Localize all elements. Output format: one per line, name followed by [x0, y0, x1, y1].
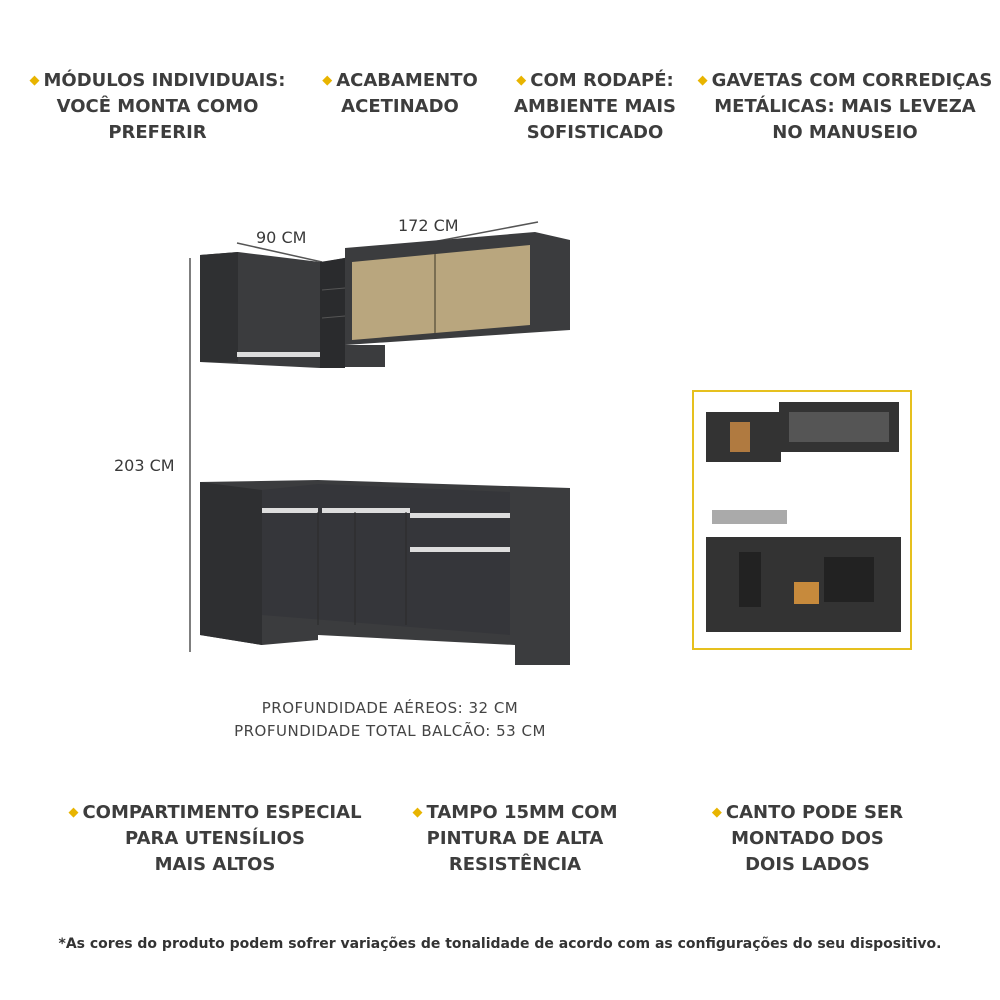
feature-line: ACABAMENTO: [336, 70, 478, 91]
feature-corner: ◆CANTO PODE SER MONTADO DOS DOIS LADOS: [700, 800, 915, 878]
diamond-icon: ◆: [711, 805, 722, 820]
feature-line: COMPARTIMENTO ESPECIAL: [82, 802, 362, 823]
diamond-icon: ◆: [516, 73, 527, 88]
feature-line: VOCÊ MONTA COMO PREFERIR: [56, 96, 259, 143]
kitchen-drawing: [189, 221, 570, 665]
diamond-icon: ◆: [697, 73, 708, 88]
feature-drawers: ◆GAVETAS COM CORREDIÇAS METÁLICAS: MAIS L…: [695, 68, 995, 146]
feature-line: COM RODAPÉ:: [530, 70, 674, 91]
diamond-icon: ◆: [68, 805, 79, 820]
glass-door: [352, 245, 530, 340]
feature-line: TAMPO 15MM COM: [426, 802, 618, 823]
diamond-icon: ◆: [322, 73, 333, 88]
width-left-label: 90 CM: [256, 228, 307, 247]
feature-modules: ◆MÓDULOS INDIVIDUAIS: VOCÊ MONTA COMO PRE…: [5, 68, 310, 146]
feature-line: RESISTÊNCIA: [448, 854, 582, 875]
feature-line: MONTADO DOS: [731, 828, 884, 849]
furnished-kitchen-photo: [692, 390, 912, 650]
feature-line: METÁLICAS: MAIS LEVEZA: [714, 96, 976, 117]
height-label: 203 CM: [114, 456, 175, 475]
base-cabinets: [200, 480, 570, 665]
feature-line: AMBIENTE MAIS: [514, 96, 676, 117]
feature-finish: ◆ACABAMENTO ACETINADO: [310, 68, 490, 120]
feature-compartment: ◆COMPARTIMENTO ESPECIAL PARA UTENSÍLIOS MA…: [60, 800, 370, 878]
width-right-label: 172 CM: [398, 216, 459, 235]
feature-line: PARA UTENSÍLIOS: [125, 828, 305, 849]
feature-line: GAVETAS COM CORREDIÇAS: [711, 70, 993, 91]
diamond-icon: ◆: [29, 73, 40, 88]
kitchen-photo-illustration: [706, 402, 901, 632]
feature-line: PINTURA DE ALTA: [426, 828, 604, 849]
feature-top: ◆TAMPO 15MM COM PINTURA DE ALTA RESISTÊNCI…: [400, 800, 630, 878]
upper-cabinets: [200, 232, 570, 368]
feature-line: DOIS LADOS: [745, 854, 870, 875]
feature-line: CANTO PODE SER: [725, 802, 904, 823]
handle: [237, 352, 325, 357]
color-disclaimer: *As cores do produto podem sofrer variaç…: [58, 936, 942, 952]
feature-line: MÓDULOS INDIVIDUAIS:: [43, 70, 286, 91]
feature-line: MAIS ALTOS: [154, 854, 276, 875]
diamond-icon: ◆: [412, 805, 423, 820]
depth-upper: PROFUNDIDADE AÉREOS: 32 CM: [261, 699, 519, 717]
feature-line: ACETINADO: [341, 96, 459, 117]
feature-line: SOFISTICADO: [526, 122, 664, 143]
depth-base: PROFUNDIDADE TOTAL BALCÃO: 53 CM: [234, 722, 546, 740]
feature-baseboard: ◆COM RODAPÉ: AMBIENTE MAIS SOFISTICADO: [500, 68, 690, 146]
feature-line: NO MANUSEIO: [772, 122, 918, 143]
